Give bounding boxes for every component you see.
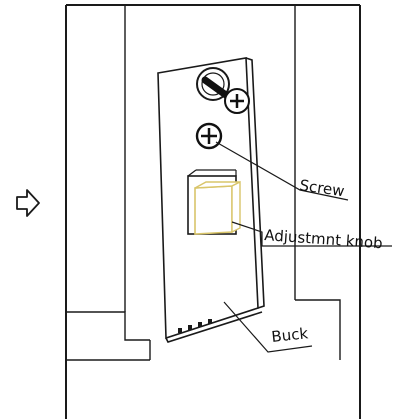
adjustment-knob (187, 169, 241, 235)
adjustment-knob-label: Adjustmnt knob (264, 226, 384, 252)
leader-lines (215, 141, 392, 353)
screw-head (195, 122, 223, 150)
right-arrow-icon (16, 189, 40, 217)
jamb-column (66, 5, 341, 361)
screw-label: Screw (298, 176, 345, 200)
top-screw (196, 67, 250, 114)
buck-teeth (178, 319, 212, 333)
outer-frame (65, 4, 361, 419)
buck-label: Buck (271, 324, 310, 346)
